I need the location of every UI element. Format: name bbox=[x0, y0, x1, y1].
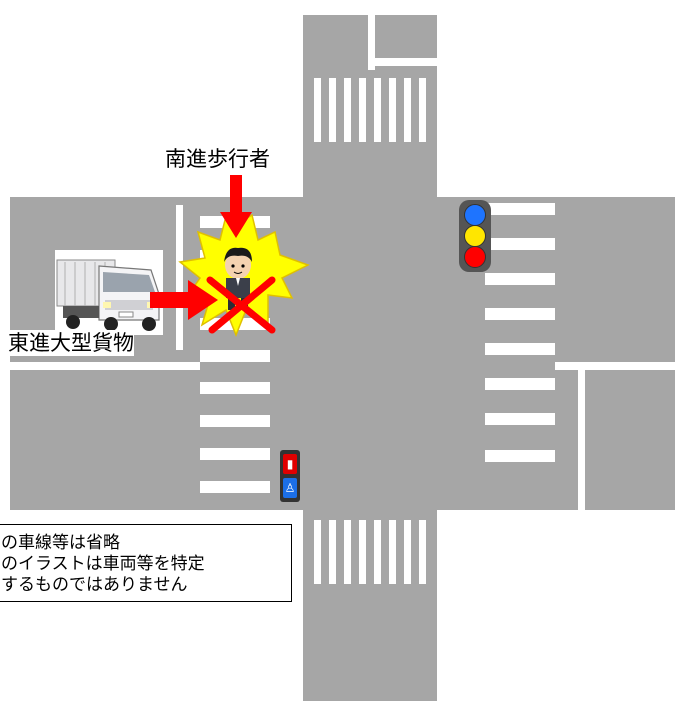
signal-blue-bulb bbox=[464, 204, 486, 226]
west-stop-line bbox=[10, 362, 200, 370]
ped-signal-red: ▮ bbox=[283, 454, 297, 474]
truck-icon bbox=[55, 250, 163, 335]
pedestrian-icon bbox=[224, 247, 252, 310]
traffic-light-icon bbox=[459, 200, 491, 272]
note-line-1: の車線等は省略 bbox=[1, 533, 120, 553]
note-line-2: のイラストは車両等を特定 bbox=[1, 554, 205, 574]
pedestrian-signal-icon: ▮ ♙ bbox=[280, 450, 300, 502]
signal-yellow-bulb bbox=[464, 225, 486, 247]
west-lane-line bbox=[176, 205, 183, 350]
pedestrian-direction-arrow bbox=[220, 175, 252, 238]
east-lane-line bbox=[578, 362, 585, 510]
truck-label: 東進大型貨物 bbox=[8, 330, 134, 356]
pedestrian-label: 南進歩行者 bbox=[165, 147, 270, 171]
intersection-center bbox=[303, 197, 437, 510]
ped-signal-blue: ♙ bbox=[283, 478, 297, 498]
disclaimer-note: の車線等は省略 のイラストは車両等を特定 するものではありません bbox=[0, 524, 292, 602]
east-stop-line bbox=[555, 362, 675, 370]
truck-direction-arrow bbox=[150, 280, 218, 320]
note-line-3: するものではありません bbox=[1, 575, 188, 595]
north-lane-line bbox=[368, 15, 375, 70]
road-south bbox=[303, 505, 437, 701]
signal-red-bulb bbox=[464, 246, 486, 268]
collision-scene bbox=[150, 175, 310, 338]
cross-mark-icon bbox=[206, 276, 276, 334]
north-stop-line bbox=[375, 58, 437, 66]
